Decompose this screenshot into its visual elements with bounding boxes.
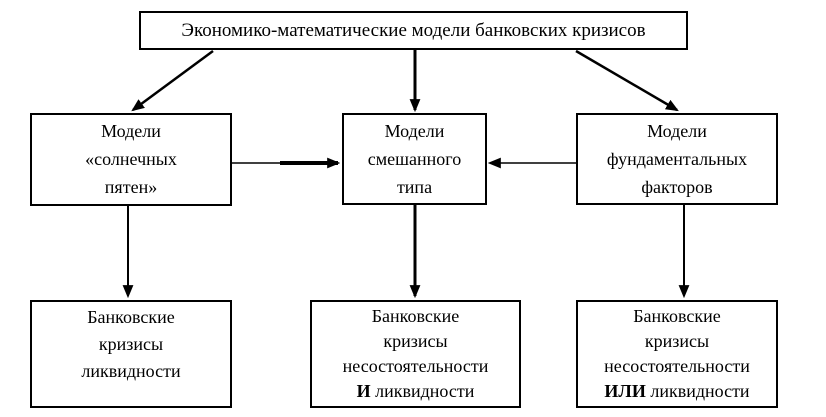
root-box: Экономико-математические модели банковск… xyxy=(139,11,688,50)
box-text-line: факторов xyxy=(641,177,713,197)
box-text-line: кризисы xyxy=(98,334,164,354)
box-text-line: Банковские xyxy=(87,307,175,327)
box-text-line: Модели xyxy=(647,121,707,141)
box-text-line: типа xyxy=(396,177,433,197)
fundamental-models-box: Модели фундаментальных факторов xyxy=(576,113,778,205)
liquidity-crises-box: Банковские кризисы ликвидности xyxy=(30,300,232,408)
box-text-line: пятен» xyxy=(104,177,158,197)
arrow-root-to-fundamental-models xyxy=(575,49,679,112)
box-text-line: Банковские xyxy=(371,306,460,326)
sunspot-models-box: Модели «солнечных пятен» xyxy=(30,113,232,206)
box-text-line: Модели xyxy=(384,121,445,141)
box-text-line: «солнечных xyxy=(85,149,177,169)
box-text-line: ликвидности xyxy=(81,361,181,381)
box-text-line: смешанного xyxy=(367,149,462,169)
box-text-line: кризисы xyxy=(383,331,448,351)
insolvency-or-liquidity-crises-box: Банковские кризисы несостоятельности ИЛИ… xyxy=(576,300,778,408)
bold-and-connector: И xyxy=(356,381,371,401)
box-text-line: Банковские xyxy=(633,306,721,326)
bold-or-connector: ИЛИ xyxy=(604,381,646,401)
insolvency-and-liquidity-crises-box: Банковские кризисы несостоятельности И л… xyxy=(310,300,521,408)
box-text-line: несостоятельности xyxy=(604,356,750,376)
box-text-line: несостоятельности xyxy=(342,356,489,376)
box-text-line: кризисы xyxy=(644,331,710,351)
box-text-line: Модели xyxy=(101,121,161,141)
arrow-root-to-sunspot-models xyxy=(131,49,214,112)
box-text-line: ИЛИ ликвидности xyxy=(604,381,750,401)
mixed-models-box: Модели смешанного типа xyxy=(342,113,487,205)
box-text-line: И ликвидности xyxy=(356,381,475,401)
box-text-line: фундаментальных xyxy=(606,149,748,169)
root-box-label: Экономико-математические модели банковск… xyxy=(181,19,646,41)
